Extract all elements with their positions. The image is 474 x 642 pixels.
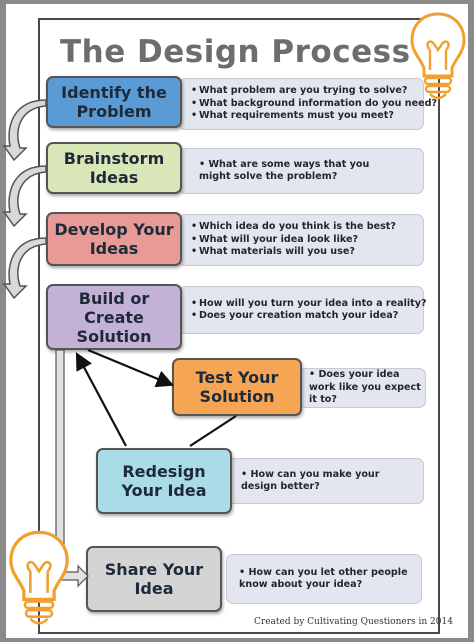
question-box-develop: Which idea do you think is the best? Wha… xyxy=(178,214,424,266)
step-label: Brainstorm Ideas xyxy=(63,149,165,187)
question-item: What requirements must you meet? xyxy=(191,110,417,123)
question-box-build: How will you turn your idea into a reali… xyxy=(178,286,427,334)
step-build-solution: Build or Create Solution xyxy=(46,284,182,350)
question-box-redesign: • How can you make your design better? xyxy=(228,458,424,504)
page-title: The Design Process xyxy=(60,34,411,70)
step-label: Identify the Problem xyxy=(61,83,167,121)
question-item: Which idea do you think is the best? xyxy=(191,221,417,234)
question-box-share: • How can you let other people know abou… xyxy=(226,554,422,604)
question-item: • What are some ways that you might solv… xyxy=(199,158,370,183)
question-item: What problem are you trying to solve? xyxy=(191,85,417,98)
step-label: Redesign Your Idea xyxy=(121,462,207,500)
credit-line: Created by Cultivating Questioners in 20… xyxy=(254,617,453,627)
step-redesign-idea: Redesign Your Idea xyxy=(96,448,232,514)
step-identify-problem: Identify the Problem xyxy=(46,76,182,128)
lightbulb-icon xyxy=(9,530,69,625)
question-item: • Does your idea work like you expect it… xyxy=(309,369,421,406)
step-test-solution: Test Your Solution xyxy=(172,358,302,416)
step-share-idea: Share Your Idea xyxy=(86,546,222,612)
question-item: How will you turn your idea into a reali… xyxy=(191,298,427,311)
question-item: • How can you make your design better? xyxy=(241,468,380,493)
question-item: • How can you let other people know abou… xyxy=(239,566,408,591)
step-label: Share Your Idea xyxy=(104,560,204,598)
question-box-test: • Does your idea work like you expect it… xyxy=(298,368,426,408)
question-box-brainstorm: • What are some ways that you might solv… xyxy=(178,148,424,194)
lightbulb-icon xyxy=(410,12,466,100)
question-item: What materials will you use? xyxy=(191,246,417,259)
question-item: What background information do you need? xyxy=(191,98,437,111)
question-item: Does your creation match your idea? xyxy=(191,310,417,323)
step-develop-ideas: Develop Your Ideas xyxy=(46,212,182,266)
step-label: Develop Your Ideas xyxy=(54,220,174,258)
question-item: What will your idea look like? xyxy=(191,234,417,247)
question-box-identify: What problem are you trying to solve? Wh… xyxy=(178,78,437,130)
step-label: Build or Create Solution xyxy=(76,288,152,346)
step-brainstorm-ideas: Brainstorm Ideas xyxy=(46,142,182,194)
step-label: Test Your Solution xyxy=(195,368,279,406)
